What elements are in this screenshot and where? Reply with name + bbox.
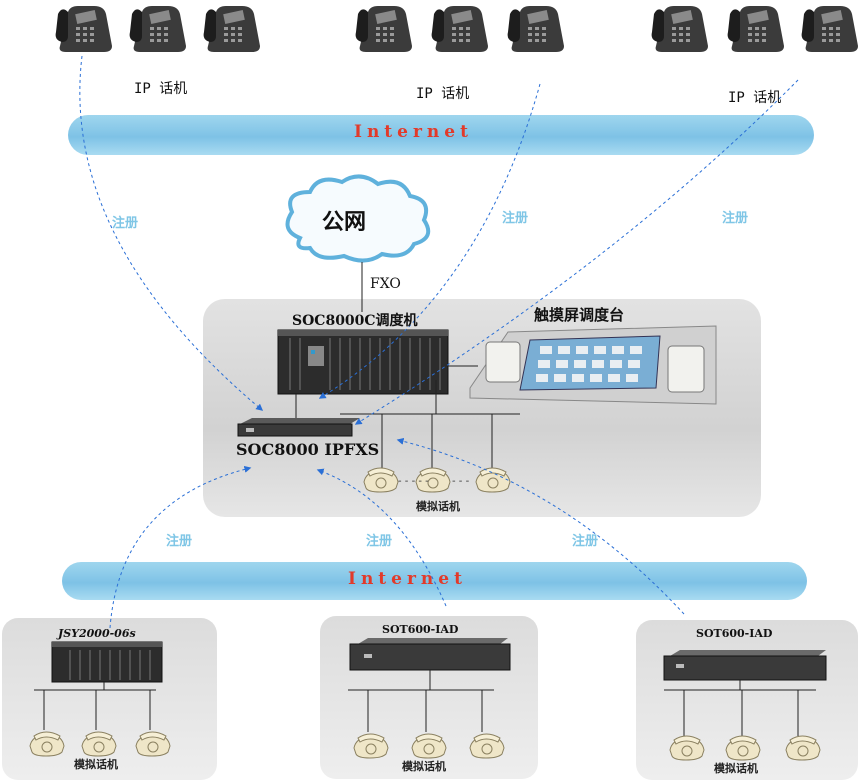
touch-screen-console-icon <box>469 325 717 405</box>
touch-console-label: 触摸屏调度台 <box>534 306 625 324</box>
internet-label-top: Internet <box>354 122 473 142</box>
register-label-4: 注册 <box>166 534 193 549</box>
internet-band-bottom <box>62 562 807 600</box>
sot600-iad-device-icon-2 <box>663 650 827 681</box>
remote-site-1-phones <box>29 731 171 757</box>
jsy2000-device-icon <box>51 641 163 683</box>
remote-device-label-2: SOT600-IAD <box>382 623 459 636</box>
ip-phone-label-2: IP 话机 <box>416 86 470 102</box>
ip-phone-group-2 <box>355 6 564 52</box>
remote-site-2-phones <box>353 733 505 759</box>
internet-label-bottom: Internet <box>348 569 467 589</box>
central-analog-phones: - - - - - - - - <box>363 467 511 493</box>
ip-phone-group-1 <box>55 6 260 52</box>
internet-band-top <box>68 115 814 155</box>
registration-arrows <box>79 55 799 629</box>
svg-text:- - - - -: - - - - - <box>398 476 429 487</box>
ip-phone-label-3: IP 话机 <box>728 90 782 106</box>
remote-site-1-lines <box>34 682 156 730</box>
fxo-label: FXO <box>370 276 401 292</box>
remote-site-3-phones <box>669 735 821 761</box>
svg-text:- - -: - - - <box>452 476 470 487</box>
register-label-1: 注册 <box>112 216 139 231</box>
remote-device-label-3: SOT600-IAD <box>696 627 773 640</box>
ip-phone-group-3 <box>651 6 858 52</box>
soc8000c-dispatcher-icon <box>277 329 449 395</box>
register-label-3: 注册 <box>722 211 749 226</box>
register-label-5: 注册 <box>366 534 393 549</box>
ip-phone-label-1: IP 话机 <box>134 81 188 97</box>
sot600-iad-device-icon-1 <box>349 638 511 671</box>
public-network-label: 公网 <box>322 209 367 235</box>
soc8000-ipfxs-icon <box>237 418 360 437</box>
central-lan-lines <box>295 365 520 468</box>
remote-device-label-1: JSY2000-06s <box>58 627 136 640</box>
register-label-2: 注册 <box>502 211 529 226</box>
remote-analog-phone-label-1: 模拟话机 <box>74 758 118 771</box>
ipfxs-label: SOC8000 IPFXS <box>236 440 380 459</box>
remote-analog-phone-label-2: 模拟话机 <box>402 760 446 773</box>
remote-site-3-lines <box>664 680 816 736</box>
remote-site-2-lines <box>348 670 494 732</box>
public-network-cloud <box>285 174 431 263</box>
dispatcher-label: SOC8000C调度机 <box>292 313 418 329</box>
central-analog-phone-label: 模拟话机 <box>416 500 460 513</box>
remote-analog-phone-label-3: 模拟话机 <box>714 762 758 775</box>
register-label-6: 注册 <box>572 534 599 549</box>
